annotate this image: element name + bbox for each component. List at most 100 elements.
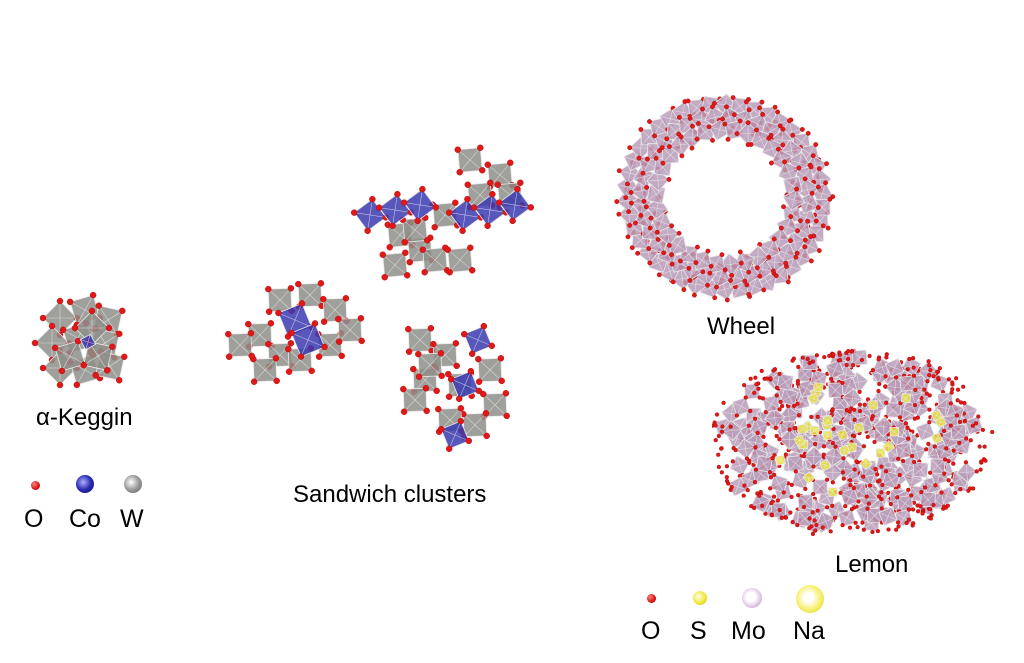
oxygen-atom <box>777 507 782 513</box>
oxygen-atom <box>798 218 803 224</box>
oxygen-atom <box>455 395 463 403</box>
oxygen-atom <box>317 280 325 287</box>
oxygen-atom <box>647 225 653 231</box>
oxygen-atom <box>763 410 768 415</box>
molybdenum-polyhedron <box>729 455 750 476</box>
oxygen-atom <box>48 322 56 330</box>
oxygen-atom <box>690 123 695 129</box>
oxygen-atom <box>830 407 835 412</box>
oxygen-atom <box>756 386 761 391</box>
oxygen-atom <box>795 401 800 406</box>
oxygen-atom <box>755 430 760 436</box>
oxygen-atom <box>389 222 396 230</box>
oxygen-atom <box>655 236 661 242</box>
oxygen-atom <box>457 417 465 425</box>
oxygen-atom <box>438 372 445 380</box>
oxygen-atom <box>724 478 730 484</box>
oxygen-atom <box>925 379 930 384</box>
oxygen-atom <box>796 413 802 418</box>
oxygen-atom <box>285 368 293 375</box>
oxygen-atom <box>877 381 882 387</box>
oxygen-atom <box>982 444 987 449</box>
oxygen-atom <box>487 179 494 186</box>
oxygen-atom <box>497 355 505 362</box>
oxygen-atom <box>790 519 795 525</box>
oxygen-atom <box>838 357 843 363</box>
oxygen-atom <box>886 490 891 496</box>
oxygen-atom <box>867 353 872 359</box>
oxygen-atom <box>953 490 958 496</box>
oxygen-atom <box>840 470 846 475</box>
oxygen-atom <box>437 425 445 433</box>
oxygen-atom <box>895 520 901 525</box>
oxygen-atom <box>905 425 910 430</box>
oxygen-atom <box>822 355 827 360</box>
oxygen-atom <box>777 407 782 412</box>
oxygen-atom <box>780 126 786 132</box>
oxygen-atom <box>743 99 749 105</box>
oxygen-atom <box>924 391 929 396</box>
oxygen-atom <box>507 159 514 166</box>
oxygen-atom <box>295 280 302 288</box>
molybdenum-polyhedron <box>950 423 967 441</box>
oxygen-atom <box>778 225 784 231</box>
molybdenum-polyhedron <box>901 356 922 377</box>
oxygen-atom <box>954 376 959 381</box>
oxygen-atom <box>957 440 962 445</box>
oxygen-atom <box>763 511 768 516</box>
sulfur-atom-icon <box>693 591 707 605</box>
oxygen-atom <box>853 520 858 525</box>
oxygen-atom <box>896 456 901 461</box>
oxygen-atom <box>742 383 747 388</box>
molybdenum-polyhedron <box>795 166 815 186</box>
oxygen-atom <box>848 478 853 483</box>
oxygen-atom <box>447 375 455 383</box>
oxygen-atom <box>865 434 870 440</box>
oxygen-atom <box>840 380 845 385</box>
tungsten-polyhedron <box>252 357 278 383</box>
oxygen-atom <box>802 237 808 243</box>
oxygen-atom <box>927 506 933 512</box>
oxygen-atom <box>838 490 843 495</box>
oxygen-atom <box>968 438 973 443</box>
oxygen-atom <box>298 300 306 307</box>
oxygen-atom <box>469 267 476 274</box>
sulfur-tetrahedron <box>809 425 820 436</box>
oxygen-atom <box>676 114 682 120</box>
oxygen-atom <box>746 107 752 113</box>
oxygen-atom <box>850 363 856 368</box>
oxygen-atom <box>801 504 807 510</box>
oxygen-atom <box>910 355 916 361</box>
oxygen-atom <box>948 401 953 406</box>
oxygen-atom <box>788 510 793 515</box>
legend-right-S: S <box>690 617 707 645</box>
oxygen-atom <box>742 483 747 488</box>
oxygen-atom <box>876 357 881 362</box>
oxygen-atom <box>763 442 768 447</box>
oxygen-atom <box>946 458 951 464</box>
oxygen-atom <box>667 144 672 149</box>
molybdenum-polyhedron <box>825 359 845 380</box>
oxygen-atom <box>927 373 932 378</box>
oxygen-atom <box>297 353 305 360</box>
tungsten-polyhedron <box>227 332 253 358</box>
oxygen-atom <box>949 390 954 395</box>
oxygen-atom <box>288 329 295 337</box>
oxygen-atom <box>779 515 784 520</box>
oxygen-atom <box>103 367 111 374</box>
oxygen-atom <box>647 260 653 266</box>
oxygen-atom <box>664 136 670 142</box>
oxygen-atom <box>788 238 793 244</box>
oxygen-atom <box>860 520 865 525</box>
oxygen-atom <box>636 155 642 161</box>
oxygen-atom <box>719 446 724 451</box>
oxygen-atom <box>400 408 408 415</box>
tungsten-polyhedron <box>462 412 488 438</box>
oxygen-atom <box>926 359 931 364</box>
oxygen-atom <box>734 413 739 418</box>
oxygen-atom <box>273 377 280 385</box>
oxygen-atom <box>808 258 814 264</box>
oxygen-atom <box>811 464 816 469</box>
sulfur-tetrahedron <box>838 444 851 457</box>
molybdenum-atom-icon <box>742 588 762 608</box>
